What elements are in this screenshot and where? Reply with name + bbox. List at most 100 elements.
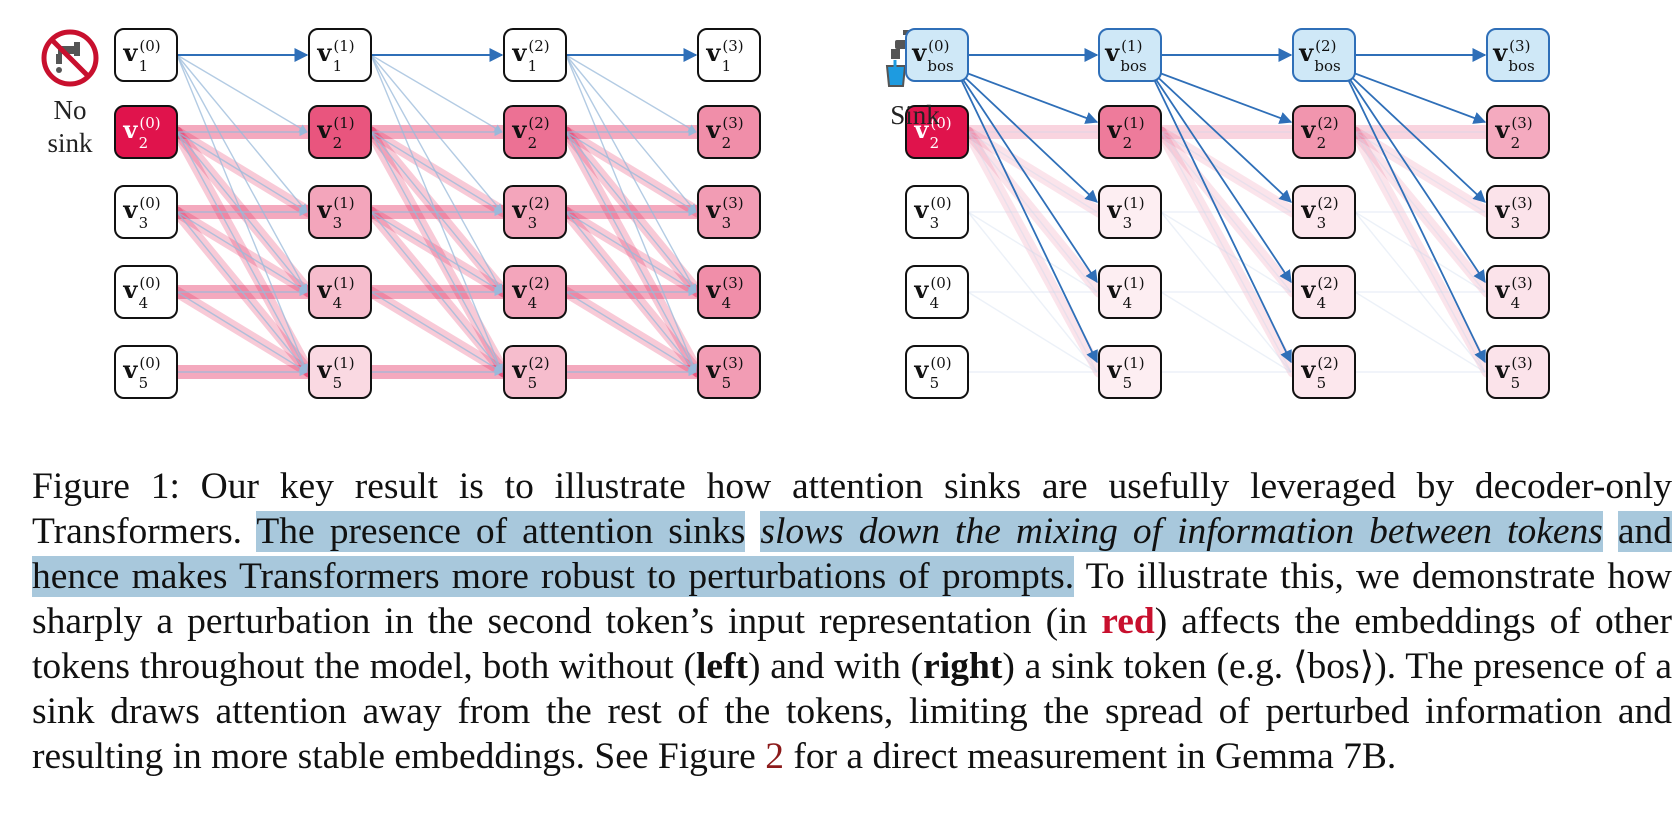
left-node-layer1-token3: v(1)3 — [308, 185, 372, 239]
right-node-layer3-token3: v(3)3 — [1486, 185, 1550, 239]
left-node-layer0-token1: v(0)1 — [114, 28, 178, 82]
left-node-layer0-token4: v(0)4 — [114, 265, 178, 319]
caption-part1: Figure 1: Our key result is to illustrat… — [32, 466, 1672, 552]
left-graph-nodes: v(0)1 v(0)2 v(0)3 v(0)4 v(0)5 v(1)1 v(1)2 v(1)3… — [114, 28, 761, 399]
caption-part5: ) a sink token (e.g. ⟨bos⟩). The presenc… — [32, 646, 1672, 777]
right-node-layer0-token1: v(0)bos — [905, 28, 969, 82]
right-node-layer1-token3: v(1)3 — [1098, 185, 1162, 239]
left-node-layer3-token3: v(3)3 — [697, 185, 761, 239]
sink-label: Sink — [875, 99, 955, 132]
right-node-symbol: v(1)2 — [1106, 114, 1144, 152]
left-node-symbol: v(3)3 — [705, 194, 743, 232]
right-node-layer1-token1: v(1)bos — [1098, 28, 1162, 82]
right-node-symbol: v(3)2 — [1494, 114, 1532, 152]
caption-red-word: red — [1101, 601, 1155, 642]
right-node-symbol: v(1)5 — [1106, 354, 1144, 392]
right-graph-edges — [955, 48, 1494, 378]
right-node-symbol: v(2)4 — [1300, 274, 1338, 312]
right-node-layer2-token1: v(2)bos — [1292, 28, 1356, 82]
right-node-layer3-token2: v(3)2 — [1486, 105, 1550, 159]
left-node-symbol: v(0)1 — [122, 37, 160, 75]
right-node-layer0-token2: v(0)2 — [905, 105, 969, 159]
left-node-layer2-token5: v(2)5 — [503, 345, 567, 399]
right-node-layer1-token4: v(1)4 — [1098, 265, 1162, 319]
right-node-symbol: v(0)2 — [913, 114, 951, 152]
left-node-symbol: v(2)3 — [511, 194, 549, 232]
left-node-layer0-token3: v(0)3 — [114, 185, 178, 239]
left-node-symbol: v(0)3 — [122, 194, 160, 232]
left-node-symbol: v(2)2 — [511, 114, 549, 152]
right-graph-nodes: v(0)bos v(0)2 v(0)3 v(0)4 v(0)5 v(1)bos v(1)2 v… — [905, 28, 1550, 399]
no-water-tap-icon — [41, 29, 99, 87]
right-node-layer3-token1: v(3)bos — [1486, 28, 1550, 82]
right-node-layer0-token3: v(0)3 — [905, 185, 969, 239]
caption-right-word: right — [923, 646, 1003, 687]
sink-label-line1: Sink — [890, 100, 940, 130]
left-node-symbol: v(3)1 — [705, 37, 743, 75]
right-node-symbol: v(0)4 — [913, 274, 951, 312]
no-sink-label-line1: No — [53, 95, 87, 125]
right-node-symbol: v(3)3 — [1494, 194, 1532, 232]
right-node-layer1-token5: v(1)5 — [1098, 345, 1162, 399]
left-node-symbol: v(2)5 — [511, 354, 549, 392]
left-node-layer1-token4: v(1)4 — [308, 265, 372, 319]
right-node-symbol: v(0)5 — [913, 354, 951, 392]
left-node-symbol: v(2)1 — [511, 37, 549, 75]
right-node-symbol: v(1)4 — [1106, 274, 1144, 312]
right-node-symbol: v(2)5 — [1300, 354, 1338, 392]
figure-caption: Figure 1: Our key result is to illustrat… — [32, 464, 1672, 779]
left-graph-edges — [170, 48, 705, 379]
left-node-symbol: v(0)4 — [122, 274, 160, 312]
right-node-symbol: v(0)3 — [913, 194, 951, 232]
left-node-layer1-token2: v(1)2 — [308, 105, 372, 159]
right-node-layer2-token2: v(2)2 — [1292, 105, 1356, 159]
right-node-symbol: v(1)bos — [1104, 37, 1147, 75]
left-node-symbol: v(0)2 — [122, 114, 160, 152]
right-node-layer3-token4: v(3)4 — [1486, 265, 1550, 319]
figure-1-diagram: v(0)1 v(0)2 v(0)3 v(0)4 v(0)5 v(1)1 v(1)2 v(1)3… — [41, 28, 1550, 399]
figure-2-link[interactable]: 2 — [765, 736, 784, 777]
caption-left-word: left — [695, 646, 748, 687]
right-node-symbol: v(0)bos — [911, 37, 954, 75]
caption-part4: ) and with ( — [747, 646, 924, 687]
right-node-symbol: v(1)3 — [1106, 194, 1144, 232]
left-node-symbol: v(3)4 — [705, 274, 743, 312]
left-node-layer3-token4: v(3)4 — [697, 265, 761, 319]
no-sink-label: No sink — [30, 94, 110, 160]
left-node-layer1-token1: v(1)1 — [308, 28, 372, 82]
left-node-symbol: v(1)2 — [316, 114, 354, 152]
right-node-symbol: v(2)2 — [1300, 114, 1338, 152]
left-node-symbol: v(3)5 — [705, 354, 743, 392]
right-node-symbol: v(3)5 — [1494, 354, 1532, 392]
left-node-layer2-token1: v(2)1 — [503, 28, 567, 82]
right-node-symbol: v(3)4 — [1494, 274, 1532, 312]
right-node-layer3-token5: v(3)5 — [1486, 345, 1550, 399]
left-node-layer2-token3: v(2)3 — [503, 185, 567, 239]
left-node-symbol: v(2)4 — [511, 274, 549, 312]
left-node-layer2-token2: v(2)2 — [503, 105, 567, 159]
right-node-layer2-token3: v(2)3 — [1292, 185, 1356, 239]
left-node-symbol: v(1)1 — [316, 37, 354, 75]
left-node-layer0-token5: v(0)5 — [114, 345, 178, 399]
left-node-symbol: v(1)4 — [316, 274, 354, 312]
caption-part3: ) affects the embeddings of other tokens… — [32, 601, 1672, 687]
right-node-layer0-token5: v(0)5 — [905, 345, 969, 399]
right-node-symbol: v(3)bos — [1492, 37, 1535, 75]
right-node-layer2-token5: v(2)5 — [1292, 345, 1356, 399]
right-node-symbol: v(2)bos — [1298, 37, 1341, 75]
left-node-symbol: v(1)3 — [316, 194, 354, 232]
left-node-layer3-token2: v(3)2 — [697, 105, 761, 159]
caption-highlight-italic: slows down the mixing of information bet… — [760, 511, 1603, 552]
left-node-symbol: v(1)5 — [316, 354, 354, 392]
caption-highlight-1: The presence of attention sinks — [256, 511, 746, 552]
right-node-symbol: v(2)3 — [1300, 194, 1338, 232]
left-node-layer3-token5: v(3)5 — [697, 345, 761, 399]
caption-part6: for a direct measurement in Gemma 7B. — [793, 736, 1397, 777]
caption-part2: To illustrate this, we demonstrate how s… — [32, 556, 1672, 642]
left-node-symbol: v(0)5 — [122, 354, 160, 392]
left-node-layer0-token2: v(0)2 — [114, 105, 178, 159]
left-node-layer2-token4: v(2)4 — [503, 265, 567, 319]
no-sink-label-line2: sink — [47, 128, 93, 158]
right-node-layer2-token4: v(2)4 — [1292, 265, 1356, 319]
right-node-layer1-token2: v(1)2 — [1098, 105, 1162, 159]
